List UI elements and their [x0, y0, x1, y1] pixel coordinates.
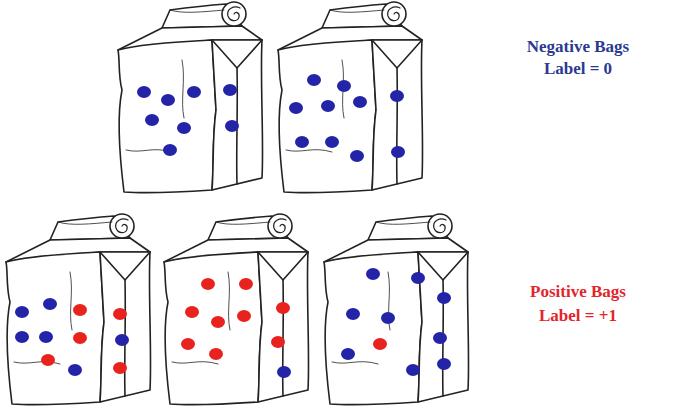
positive-bag — [324, 214, 469, 405]
negative-bag — [278, 2, 423, 193]
group-title: Negative Bags — [478, 37, 678, 57]
group-label: Label = +1 — [478, 306, 678, 326]
group-label: Label = 0 — [478, 59, 678, 79]
group-title: Positive Bags — [478, 282, 678, 302]
positive-bag — [6, 214, 151, 405]
negative-bag — [118, 2, 263, 193]
positive-bag — [164, 214, 309, 405]
